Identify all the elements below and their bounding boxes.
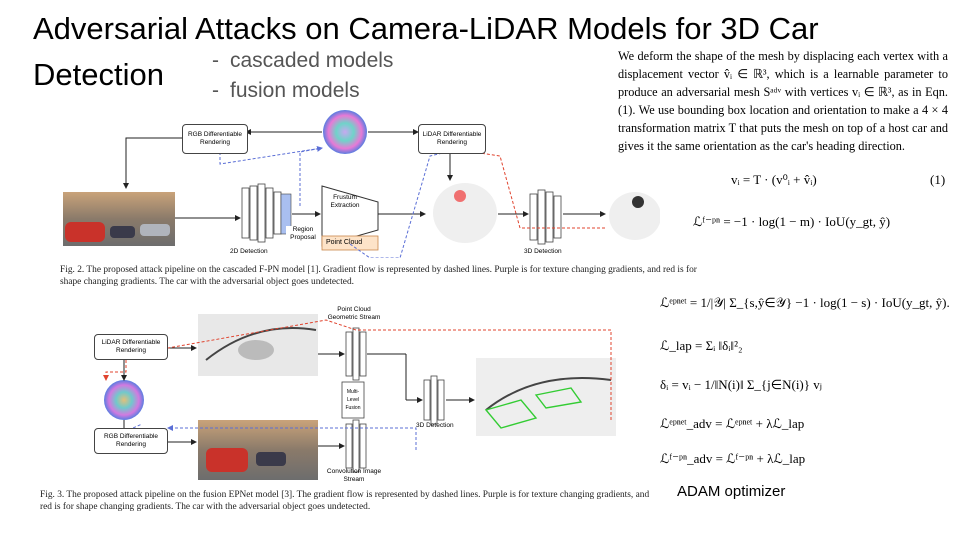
adv-epnet-equation: ℒᵉᵖⁿᵉᵗ_adv = ℒᵉᵖⁿᵉᵗ + λℒ_lap	[660, 416, 805, 431]
point-cloud-stream-network	[345, 327, 367, 381]
3d-detection-label: 3D Detection	[416, 422, 454, 429]
frustum-shape	[321, 185, 379, 247]
figure-2-caption: Fig. 2. The proposed attack pipeline on …	[60, 265, 697, 287]
point-cloud-box	[321, 235, 379, 251]
region-proposal-label: Region Proposal	[286, 226, 320, 242]
3d-detection-network	[529, 189, 562, 245]
rgb-render-box: RGB Differentiable Rendering	[94, 428, 168, 454]
image-stream-network	[345, 419, 367, 473]
optimizer-note: ADAM optimizer	[677, 483, 786, 500]
pc-stream-label: Point Cloud Geometric Stream	[327, 306, 381, 321]
3d-detection-label: 3D Detection	[524, 248, 562, 255]
fusion-box	[341, 381, 365, 419]
adversarial-mesh-icon	[104, 380, 144, 420]
bullet-item: -cascaded models	[212, 49, 394, 72]
epnet-loss-equation: ℒᵉᵖⁿᵉᵗ = 1/|𝒴| Σ_{s,ŷ∈𝒴} −1 · log(1 − s)…	[660, 295, 950, 310]
fpn-loss-equation: ℒᶠ⁻ᵖⁿ = −1 · log(1 − m) · IoU(y_gt, ŷ)	[693, 214, 891, 229]
figure-2: RGB Differentiable Rendering LiDAR Diffe…	[60, 108, 660, 258]
fusion-label: Multi-Level Fusion	[345, 389, 361, 411]
3d-detection-network	[423, 375, 445, 425]
2d-detection-label: 2D Detection	[230, 248, 268, 255]
figure-3-diagram	[103, 314, 616, 480]
slide-title-line1: Adversarial Attacks on Camera-LiDAR Mode…	[33, 11, 819, 46]
detection-output	[476, 358, 616, 436]
lidar-render-box: LiDAR Differentiable Rendering	[94, 334, 168, 360]
adversarial-mesh-icon	[323, 110, 367, 154]
figure-3-caption: Fig. 3. The proposed attack pipeline on …	[40, 490, 650, 512]
delta-equation: δᵢ = vᵢ − 1/‖N(i)‖ Σ_{j∈N(i)} vⱼ	[660, 377, 823, 392]
equation-1-number: (1)	[930, 172, 946, 187]
point-cloud-label: Point Cloud	[326, 239, 363, 246]
slide-title-line2: Detection	[33, 57, 164, 92]
bullet-list: -cascaded models -fusion models	[212, 46, 394, 106]
conv-stream-label: Convolution Image Stream	[326, 468, 382, 483]
adv-fpn-equation: ℒᶠ⁻ᵖⁿ_adv = ℒᶠ⁻ᵖⁿ + λℒ_lap	[660, 451, 806, 466]
lidar-point-cloud	[433, 183, 497, 243]
method-paragraph: We deform the shape of the mesh by displ…	[618, 49, 948, 153]
rgb-render-box: RGB Differentiable Rendering	[182, 124, 248, 154]
2d-detection-network	[241, 183, 282, 243]
laplacian-equation: ℒ_lap = Σᵢ ‖δᵢ‖²₂	[660, 338, 743, 353]
frustum-label: Frustum Extraction	[330, 194, 360, 209]
figure-3: LiDAR Differentiable Rendering RGB Diffe…	[66, 300, 626, 488]
figure-2-diagram	[63, 110, 660, 258]
detection-output	[609, 192, 660, 240]
equation-1: vᵢ = T · (v⁰ᵢ + v̂ᵢ)	[731, 172, 817, 187]
lidar-render-box: LiDAR Differentiable Rendering	[418, 124, 486, 154]
bullet-item: -fusion models	[212, 79, 360, 102]
